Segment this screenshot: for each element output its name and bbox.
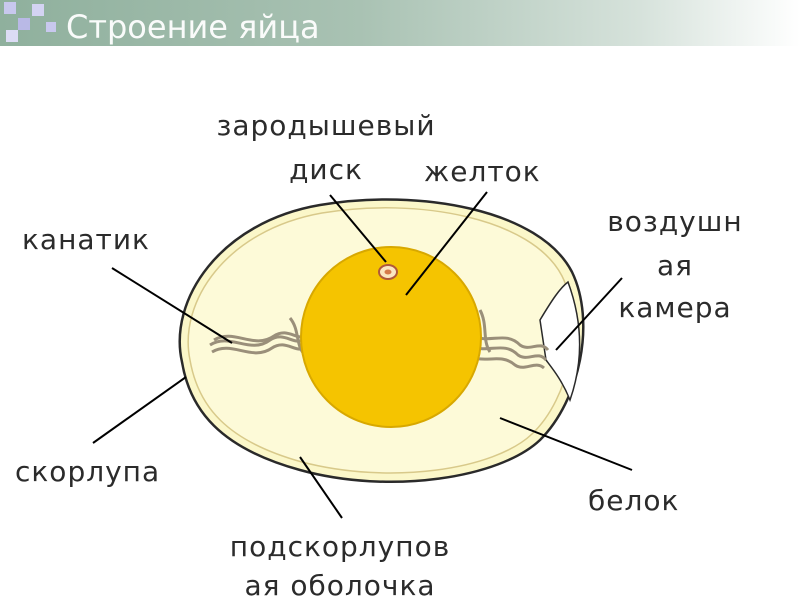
- label-yolk: желток: [424, 152, 541, 192]
- label-germinal-disc-line1: зародышевый: [193, 106, 459, 146]
- label-chalaza: канатик: [22, 220, 150, 260]
- label-membrane-line2: ая оболочка: [200, 566, 480, 606]
- label-air-cell-line3: камера: [590, 288, 760, 328]
- label-air-cell-line1: воздушн: [590, 202, 760, 242]
- germinal-disc-center: [385, 270, 392, 275]
- label-air-cell-line2: ая: [590, 246, 760, 286]
- label-germinal-disc-line2: диск: [270, 150, 382, 190]
- label-shell: скорлупа: [15, 452, 160, 492]
- label-membrane-line1: подскорлупов: [200, 527, 480, 567]
- leader-shell: [93, 377, 186, 443]
- label-albumen: белок: [588, 481, 679, 521]
